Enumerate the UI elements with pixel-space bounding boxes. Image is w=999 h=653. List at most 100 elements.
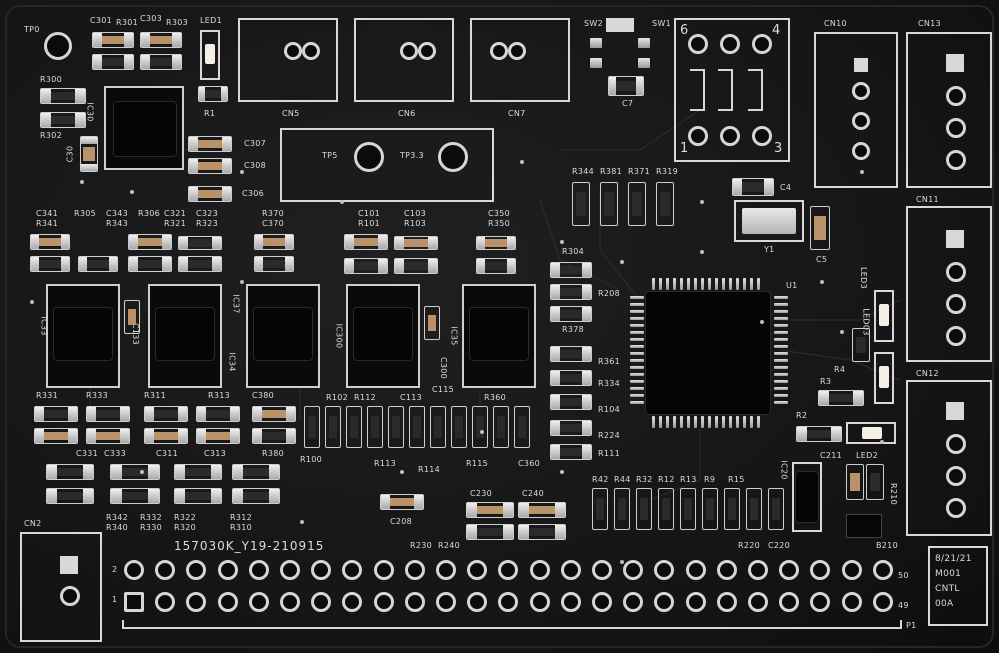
resistor-r321 [178,256,222,272]
via [620,260,624,264]
ref-ic34: IC34 [227,352,237,372]
ic-ic34-body [156,308,214,360]
ref-r12: R12 [658,475,675,484]
via [240,280,244,284]
capacitor-c103 [394,236,438,250]
resistor-r3 [818,390,864,406]
ref-r305: R305 [74,209,97,218]
ref-u1: U1 [786,281,798,290]
header-pin [716,592,737,612]
resistor-r330 [110,488,160,504]
header-pin [748,560,768,580]
mcu-u1 [626,274,792,432]
mcu-pin [774,331,788,334]
header-pin [186,592,207,612]
header-pin [716,560,737,580]
ref-c230: C230 [470,489,493,498]
mcu-pin [774,394,788,397]
mcu-pin [774,310,788,313]
ref-r9: R9 [704,475,716,484]
ref-ic37: IC37 [231,294,241,314]
ref-r113: R113 [374,459,397,468]
header-pin [810,560,831,580]
mcu-u1-body [646,292,770,414]
mcu-pin [774,359,788,362]
resistor-r320 [174,488,222,504]
header-pin [436,592,456,612]
resistor-r313 [196,406,240,422]
header-p1-outline [122,620,902,629]
switch-sw2[interactable] [606,18,634,32]
ref-r300: R300 [40,75,63,84]
resistor-r2 [796,426,842,442]
mcu-pin [694,278,697,290]
vertical-resistor-row [304,406,534,456]
ref-r111: R111 [598,449,621,458]
ref-c308: C308 [244,161,267,170]
ref-ic300: IC300 [334,323,344,349]
ref-r104: R104 [598,405,621,414]
via [30,300,34,304]
ref-r380: R380 [262,449,285,458]
ref-led2: LED2 [856,451,878,460]
resistor-r341 [30,256,70,272]
resistor-r319 [656,182,674,226]
ref-c313: C313 [204,449,227,458]
capacitor-c230 [466,502,514,518]
resistor-r208 [550,284,592,300]
ref-tp0: TP0 [24,25,40,34]
mcu-pin [630,380,644,383]
sw1-pin-4: 4 [772,23,781,38]
header-pin-label-1: 1 [112,595,118,604]
ref-c301: C301 [90,16,113,25]
capacitor-c331 [34,428,78,444]
ref-c103: C103 [404,209,427,218]
header-pin [373,560,394,580]
switch-pad [638,58,650,68]
mcu-pin [666,416,669,428]
ic-ic20-body [796,472,818,522]
resistor-r343 [128,256,172,272]
ref-c220: C220 [768,541,791,550]
resistor-r111 [550,444,592,460]
via [520,160,524,164]
via [700,250,704,254]
ic-ic37-body [254,308,312,360]
via [80,180,84,184]
led-led1 [200,30,220,80]
mcu-pin [630,401,644,404]
mcu-pin [680,416,683,428]
ref-r4: R4 [834,365,846,374]
mcu-pin [729,278,732,290]
mcu-pin [743,278,746,290]
ref-cn7: CN7 [508,109,526,118]
smd-resistor [514,406,530,448]
ref-r381: R381 [600,167,623,176]
header-pin [311,592,332,612]
ref-r361: R361 [598,357,621,366]
header-pin [280,560,300,580]
mcu-pin [630,331,644,334]
resistor-r371 [628,182,646,226]
header-pin [436,560,456,580]
ref-c300: C300 [439,356,449,380]
mcu-pin [652,416,655,428]
capacitor-c7 [608,76,644,96]
header-pin [467,560,488,580]
ic-ic20 [792,462,822,532]
via [560,470,564,474]
mcu-pin [680,278,683,290]
mcu-pin [743,416,746,428]
capacitor-c211 [846,464,864,500]
capacitor-c303 [140,32,182,48]
resistor-r331 [34,406,78,422]
ref-c333: C333 [104,449,127,458]
connector-cn6 [354,18,454,102]
ref-r334: R334 [598,379,621,388]
ic-ic30 [104,86,184,170]
header-pin [748,592,768,612]
ref-c303: C303 [140,14,163,23]
ref-c311: C311 [156,449,179,458]
ref-c331: C331 [76,449,99,458]
sw1-pin-6: 6 [680,23,689,38]
